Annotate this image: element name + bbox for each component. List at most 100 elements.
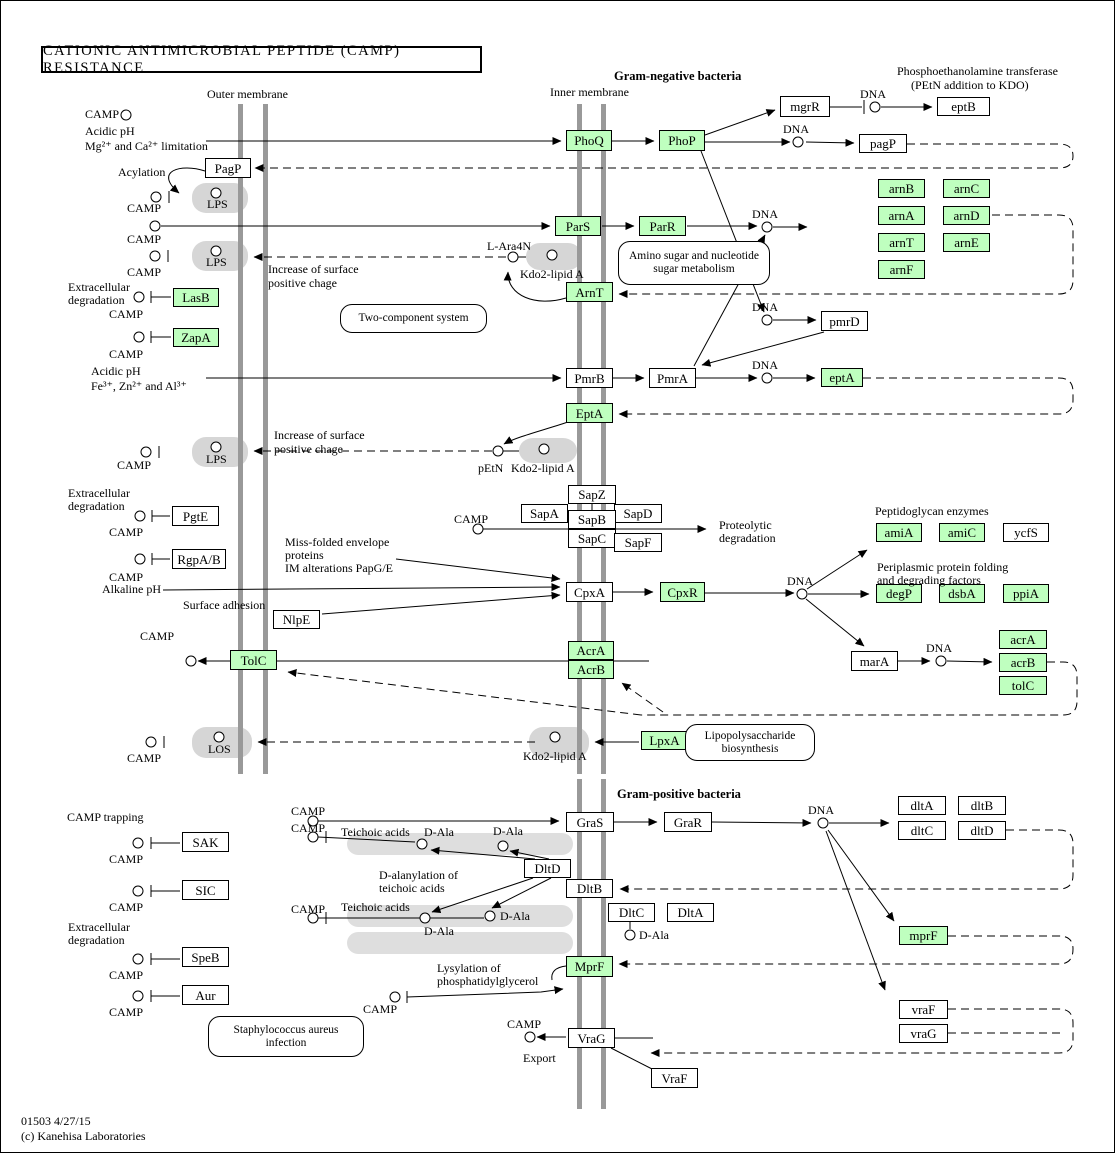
gene-box-pmrd[interactable]: pmrD xyxy=(821,311,868,331)
gene-box-cpxa[interactable]: CpxA xyxy=(566,582,613,602)
gene-box-dlta[interactable]: dltA xyxy=(898,796,946,815)
gram-negative-label: Gram-negative bacteria xyxy=(614,69,742,83)
gene-box-arnf[interactable]: arnF xyxy=(878,260,925,279)
camp-circle xyxy=(133,291,145,303)
gene-box-phoq[interactable]: PhoQ xyxy=(566,130,612,151)
gene-box-vraf[interactable]: vraF xyxy=(899,1000,948,1019)
gene-box-pgte[interactable]: PgtE xyxy=(172,506,219,526)
camp-label: CAMP xyxy=(291,821,326,835)
gene-box-lasb[interactable]: LasB xyxy=(173,288,219,307)
gene-box-epta[interactable]: EptA xyxy=(566,403,613,423)
gene-box-mprf[interactable]: MprF xyxy=(566,956,613,977)
periplasmic-folding-label: and degrading factors xyxy=(877,573,981,587)
lps-blob-2 xyxy=(192,241,248,271)
gene-box-sic[interactable]: SIC xyxy=(182,880,229,900)
gene-box-zapa[interactable]: ZapA xyxy=(173,328,219,347)
gene-box-ppia[interactable]: ppiA xyxy=(1003,584,1049,603)
gene-box-pagp[interactable]: pagP xyxy=(859,134,907,153)
camp-circle xyxy=(140,446,152,458)
gene-box-arnt[interactable]: arnT xyxy=(878,233,925,252)
gene-box-sapc[interactable]: SapC xyxy=(568,529,616,548)
acidic-ph-label-2: Acidic pH xyxy=(91,364,141,378)
acidic-ph-label-1: Acidic pH xyxy=(85,124,135,138)
gene-box-arnd[interactable]: arnD xyxy=(943,206,990,225)
periplasmic-folding-label: Periplasmic protein folding xyxy=(877,560,1009,574)
gene-box-epta[interactable]: eptA xyxy=(821,368,863,387)
gene-box-sapd[interactable]: SapD xyxy=(614,504,662,523)
inner-membrane-bar-1 xyxy=(577,104,582,774)
gene-box-dltc[interactable]: dltC xyxy=(898,821,946,840)
gene-box-arnc[interactable]: arnC xyxy=(943,179,990,198)
gene-box-pmra[interactable]: PmrA xyxy=(649,368,696,388)
gene-box-gras[interactable]: GraS xyxy=(566,812,614,832)
gene-box-eptb[interactable]: eptB xyxy=(937,97,990,116)
gene-box-acrb[interactable]: AcrB xyxy=(568,660,614,679)
gene-box-tolc[interactable]: TolC xyxy=(230,650,277,670)
gene-box-dltd[interactable]: dltD xyxy=(958,821,1006,840)
gene-box-dltb[interactable]: DltB xyxy=(566,879,613,898)
gene-box-cpxr[interactable]: CpxR xyxy=(660,582,705,602)
gene-box-pagp[interactable]: PagP xyxy=(205,158,251,178)
pathway-title: CATIONIC ANTIMICROBIAL PEPTIDE (CAMP) RE… xyxy=(43,42,401,76)
kdo2-lipid-a-blob-3 xyxy=(529,727,589,758)
gene-box-mgrr[interactable]: mgrR xyxy=(780,96,830,117)
lps-circle xyxy=(210,187,222,199)
gene-box-rgpa-b[interactable]: RgpA/B xyxy=(172,549,226,569)
gene-box-ycfs[interactable]: ycfS xyxy=(1003,523,1049,542)
gene-box-sapz[interactable]: SapZ xyxy=(568,485,616,504)
gene-box-vrag[interactable]: vraG xyxy=(899,1024,948,1043)
gene-box-sapf[interactable]: SapF xyxy=(614,533,662,552)
d-alanylation-label: teichoic acids xyxy=(379,881,445,895)
gene-box-pars[interactable]: ParS xyxy=(555,216,601,236)
gene-box-nlpe[interactable]: NlpE xyxy=(273,610,320,629)
gene-box-amic[interactable]: amiC xyxy=(939,523,985,542)
dna-label: DNA xyxy=(752,207,778,221)
gene-box-phop[interactable]: PhoP xyxy=(659,130,705,151)
gene-box-tolc[interactable]: tolC xyxy=(999,676,1047,695)
gene-box-aur[interactable]: Aur xyxy=(182,985,229,1005)
gene-box-degp[interactable]: degP xyxy=(876,584,922,603)
gene-box-sak[interactable]: SAK xyxy=(182,832,229,852)
missfolded-label: proteins xyxy=(285,548,324,562)
increase-surface-charge-label: Increase of surface xyxy=(274,428,365,442)
gene-box-dltd[interactable]: DltD xyxy=(524,859,571,878)
gene-box-arnb[interactable]: arnB xyxy=(878,179,925,198)
gene-box-parr[interactable]: ParR xyxy=(639,216,686,236)
d-ala-circle xyxy=(419,912,431,924)
gene-box-mprf[interactable]: mprF xyxy=(899,926,948,945)
gene-box-dsba[interactable]: dsbA xyxy=(939,584,985,603)
gene-box-speb[interactable]: SpeB xyxy=(182,947,229,967)
gene-box-dlta[interactable]: DltA xyxy=(667,903,714,922)
gene-box-grar[interactable]: GraR xyxy=(664,812,712,832)
gene-box-vrag[interactable]: VraG xyxy=(568,1028,615,1048)
increase-surface-charge-label: Increase of surface xyxy=(268,262,359,276)
d-ala-label: D-Ala xyxy=(500,909,530,923)
gene-box-acra[interactable]: AcrA xyxy=(568,641,614,660)
gene-box-vraf[interactable]: VraF xyxy=(651,1068,698,1088)
gene-box-arnt[interactable]: ArnT xyxy=(566,282,613,302)
gene-box-amia[interactable]: amiA xyxy=(876,523,922,542)
pathway-two-component-system[interactable]: Two-component system xyxy=(340,304,487,333)
gene-box-sapb[interactable]: SapB xyxy=(568,510,616,529)
gene-box-lpxa[interactable]: LpxA xyxy=(641,731,688,750)
gene-box-acrb[interactable]: acrB xyxy=(999,653,1047,672)
dna-circle xyxy=(869,101,881,113)
gene-box-dltc[interactable]: DltC xyxy=(608,903,655,922)
outer-membrane-bar-1 xyxy=(238,104,243,774)
gene-box-arne[interactable]: arnE xyxy=(943,233,990,252)
gene-box-dltb[interactable]: dltB xyxy=(958,796,1006,815)
gram-positive-label: Gram-positive bacteria xyxy=(617,787,741,801)
d-ala-label: D-Ala xyxy=(424,825,454,839)
gene-box-acra[interactable]: acrA xyxy=(999,630,1047,649)
l-ara4n-circle xyxy=(507,251,519,263)
gene-box-pmrb[interactable]: PmrB xyxy=(566,368,613,388)
petn-circle xyxy=(492,445,504,457)
gene-box-mara[interactable]: marA xyxy=(851,651,898,671)
camp-circle xyxy=(132,837,144,849)
pathway-lps-biosynthesis-text: biosynthesis xyxy=(721,742,779,755)
gene-box-arna[interactable]: arnA xyxy=(878,206,925,225)
gene-box-sapa[interactable]: SapA xyxy=(521,504,568,523)
